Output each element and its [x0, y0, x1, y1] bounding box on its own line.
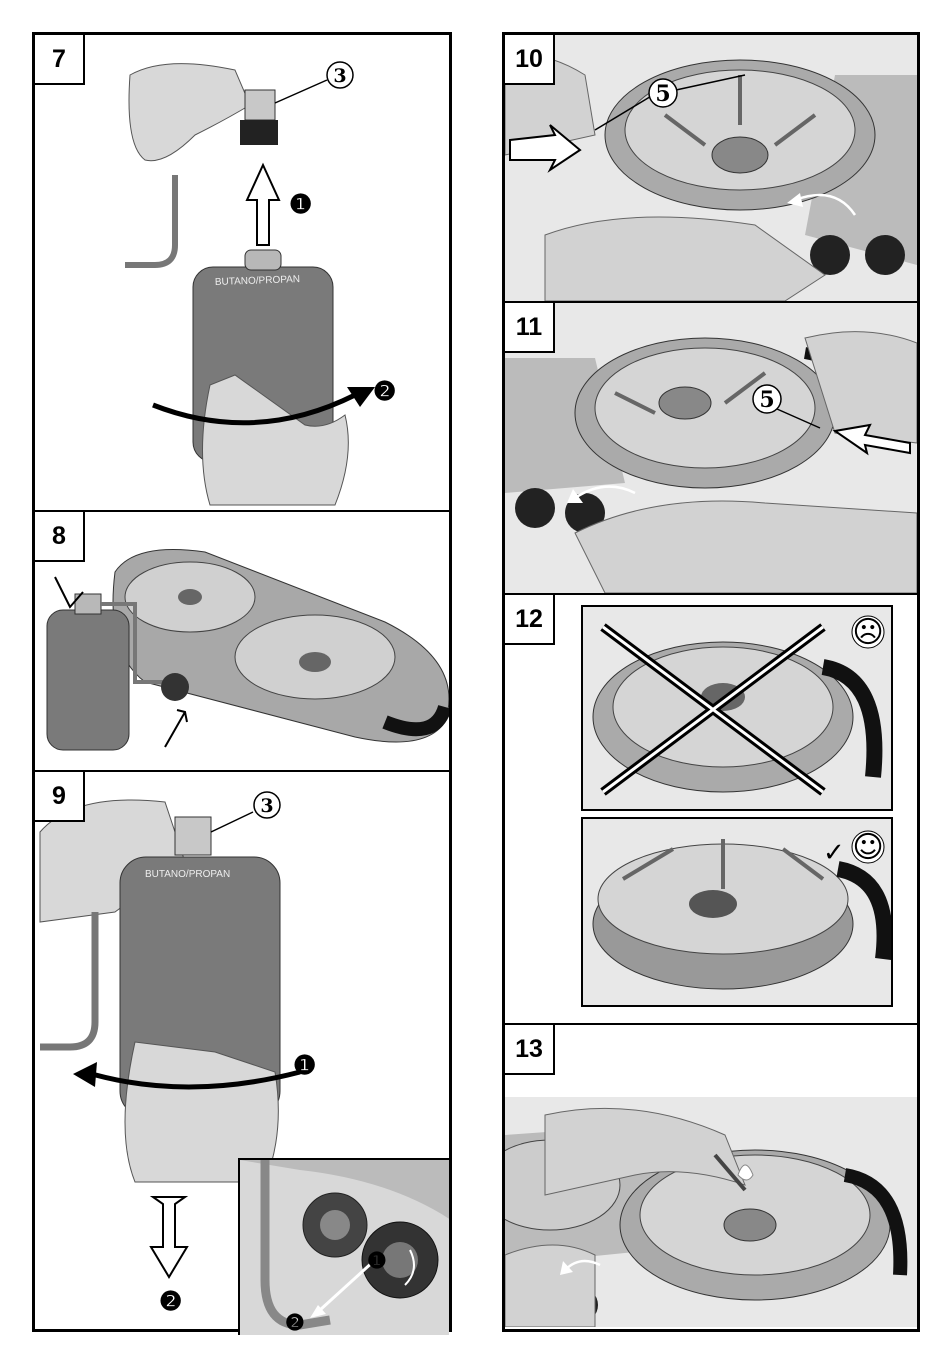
down-arrow-icon [151, 1197, 187, 1277]
step-number: 9 [35, 772, 85, 822]
step-8-illustration [35, 512, 449, 770]
callout-5: 5 [655, 81, 670, 107]
up-arrow-icon [247, 165, 279, 245]
left-column: 7 3 ❶ ❷ BUTANO/PROPAN [32, 32, 452, 1332]
callout-arrow-2: ❷ [373, 377, 396, 407]
step-12-panel: 12 ☹ ✓ [505, 595, 917, 1025]
gas-cartridge [47, 610, 129, 750]
step-number: 13 [505, 1025, 555, 1075]
step-11-illustration: 5 [505, 303, 917, 593]
right-column: 10 5 11 [502, 32, 920, 1332]
step-13-panel: 13 [505, 1025, 917, 1329]
step-11-panel: 11 5 [505, 303, 917, 595]
can-label: BUTANO/PROPAN [145, 869, 230, 880]
step-9-panel: 9 3 ❶ ❷ BUTANO/PROPAN [35, 772, 449, 1335]
step-number: 11 [505, 303, 555, 353]
callout-3: 3 [260, 795, 273, 817]
callout-arrow-1: ❶ [289, 190, 312, 220]
callout-arrow-1: ❶ [293, 1051, 316, 1081]
happy-face-icon: ☺ [852, 830, 883, 865]
step-10-illustration: 5 [505, 35, 917, 301]
step-7-panel: 7 3 ❶ ❷ BUTANO/PROPAN [35, 35, 449, 512]
callout-arrow-2: ❷ [159, 1287, 182, 1317]
control-knob [515, 488, 555, 528]
valve-cap-icon [245, 90, 275, 120]
step-7-illustration: 3 ❶ ❷ BUTANO/PROPAN [35, 35, 449, 510]
step-13-illustration [505, 1025, 917, 1327]
inset-photo: ❶ ❷ [238, 1158, 449, 1335]
correct-example: ✓ ☺ [581, 817, 893, 1007]
valve-cap-icon [175, 817, 211, 855]
sad-face-icon: ☹ [852, 615, 883, 650]
incorrect-example: ☹ [581, 605, 893, 811]
step-8-panel: 8 [35, 512, 449, 772]
step-number: 7 [35, 35, 85, 85]
inset-callout-2: ❷ [285, 1310, 305, 1335]
step-10-panel: 10 5 [505, 35, 917, 303]
step-number: 8 [35, 512, 85, 562]
callout-3: 3 [333, 65, 346, 87]
check-icon: ✓ [823, 838, 845, 868]
step-number: 10 [505, 35, 555, 85]
callout-5: 5 [759, 387, 774, 413]
arrow-icon [165, 710, 187, 747]
inset-callout-1: ❶ [367, 1248, 387, 1274]
step-number: 12 [505, 595, 555, 645]
